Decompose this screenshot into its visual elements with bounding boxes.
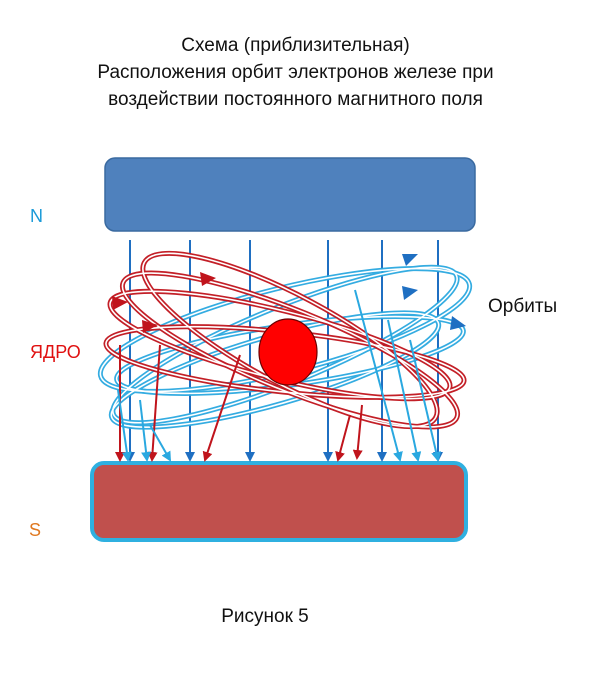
nucleus-label: ЯДРО bbox=[30, 342, 81, 362]
figure-caption: Рисунок 5 bbox=[221, 606, 309, 627]
orbit-arrows bbox=[112, 254, 466, 333]
nucleus bbox=[258, 318, 318, 386]
red-orbit-arrow bbox=[142, 320, 158, 333]
north-pole-plate bbox=[104, 157, 476, 232]
orbits-label: Орбиты bbox=[488, 296, 558, 317]
red-orbit-arrow bbox=[112, 296, 128, 310]
blue-orbit-arrow bbox=[450, 316, 466, 330]
blue-orbit-arrow bbox=[402, 286, 418, 300]
blue-drift-line bbox=[117, 389, 132, 462]
diagram-title: Схема (приблизительная) Расположения орб… bbox=[0, 32, 591, 113]
red-orbit-arrow bbox=[200, 272, 216, 286]
north-pole-label: N bbox=[30, 206, 43, 226]
red-drift-line bbox=[147, 344, 161, 462]
red-drift-line bbox=[335, 414, 351, 462]
blue-orbit-arrow bbox=[402, 254, 418, 266]
title-line-3: воздействии постоянного магнитного поля bbox=[108, 89, 483, 110]
red-drift-line bbox=[352, 404, 363, 460]
south-pole-label: S bbox=[29, 520, 42, 540]
blue-drift-line bbox=[387, 319, 422, 462]
south-pole-plate bbox=[90, 461, 468, 542]
drift-lines bbox=[115, 289, 442, 462]
red-drift-line bbox=[202, 354, 241, 462]
title-line-2: Расположения орбит электронов железе при bbox=[97, 62, 494, 83]
blue-drift-line bbox=[409, 339, 442, 462]
title-line-1: Схема (приблизительная) bbox=[181, 35, 410, 56]
blue-drift-line bbox=[354, 289, 403, 462]
blue-drift-line bbox=[139, 399, 152, 462]
blue-drift-line bbox=[149, 424, 171, 462]
